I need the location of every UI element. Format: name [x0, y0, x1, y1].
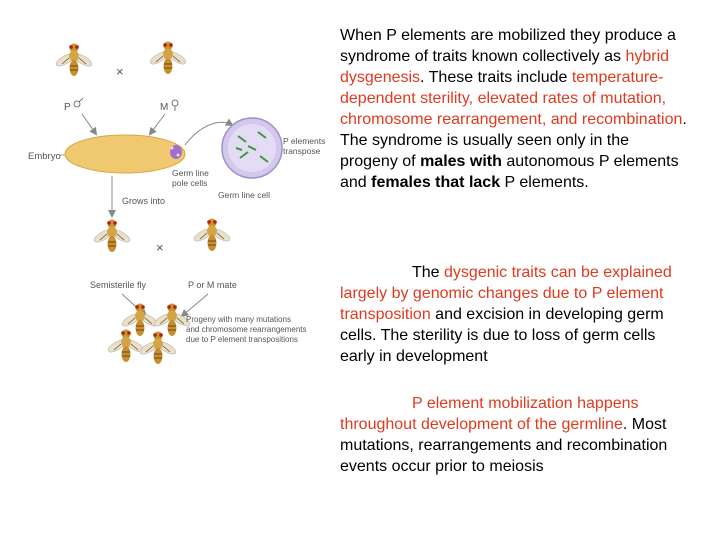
- germ-line-cell-label: Germ line cell: [218, 190, 270, 200]
- p3-highlight: P element mobilization happens throughou…: [340, 395, 639, 433]
- p1-text-4: autonomous P elements and: [340, 153, 679, 191]
- germ-line-pole-cells-label: Germ line pole cells: [172, 168, 211, 188]
- semisterile-fly-label: Semisterile fly: [90, 280, 147, 290]
- cross-symbol-1: ×: [116, 64, 124, 79]
- p2-text-2: and excision in developing germ cells. T…: [340, 306, 664, 365]
- hybrid-dysgenesis-diagram: × P M Embryo Germ line pole cells P elem…: [28, 41, 328, 365]
- svg-text:M: M: [160, 102, 168, 113]
- embryo-label: Embryo: [28, 151, 61, 162]
- m-female-label: M: [160, 99, 179, 113]
- female-fly-icon: [147, 41, 189, 75]
- p2-highlight: dysgenic traits can be explained largely…: [340, 264, 672, 323]
- paragraph-p-element-mobilization: P element mobilization happens throughou…: [340, 393, 690, 477]
- p1-text-2: . These traits include: [420, 69, 572, 86]
- p2-text-1: The: [412, 264, 445, 281]
- male-fly-icon: [53, 43, 95, 77]
- p1-text-3: . The syndrome is usually seen only in t…: [340, 111, 687, 170]
- p3-text-1: . Most mutations, rearrangements and rec…: [340, 416, 668, 475]
- p1-text-5: P elements.: [500, 174, 589, 191]
- svg-text:P: P: [64, 102, 71, 113]
- paragraph-dysgenic-traits: The dysgenic traits can be explained lar…: [340, 262, 690, 367]
- progeny-label: Progeny with many mutations and chromoso…: [186, 315, 309, 344]
- p1-highlight-traits: temperature-dependent sterility, elevate…: [340, 69, 683, 128]
- p1-bold-females: females that lack: [371, 174, 501, 191]
- p1-text-1: When P elements are mobilized they produ…: [340, 27, 676, 65]
- p-or-m-mate-label: P or M mate: [188, 280, 237, 290]
- embryo-shape: [64, 134, 186, 174]
- grows-into-label: Grows into: [122, 196, 165, 206]
- semisterile-fly-icon: [91, 219, 133, 253]
- p-elements-transpose-label: P elements transpose: [283, 136, 328, 156]
- paragraph-hybrid-dysgenesis: When P elements are mobilized they produ…: [340, 25, 690, 193]
- progeny-fly-icon-4: [137, 331, 179, 365]
- cross-symbol-2: ×: [156, 240, 164, 255]
- p1-highlight-hybrid-dysgenesis: hybrid dysgenesis: [340, 48, 670, 86]
- mate-fly-icon: [191, 218, 233, 252]
- p1-bold-males: males with: [420, 153, 502, 170]
- p-male-label: P: [64, 97, 84, 113]
